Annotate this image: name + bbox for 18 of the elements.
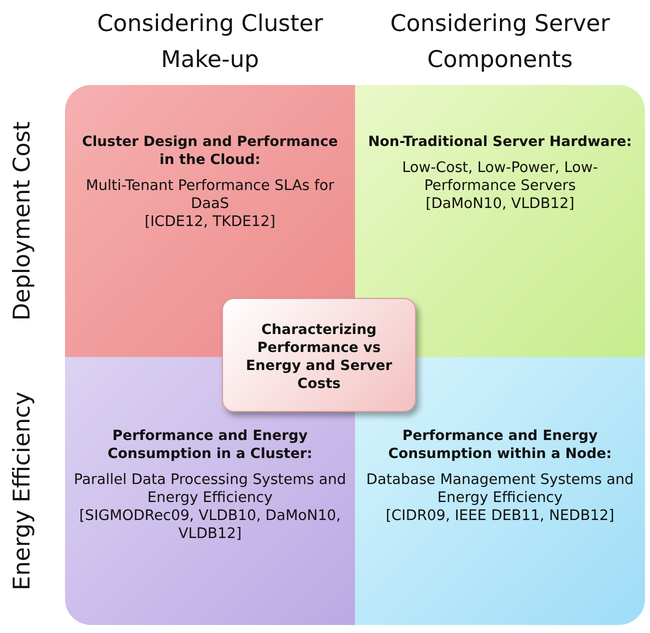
center-heading: Characterizing Performance vs Energy and Server Costs — [244, 321, 394, 393]
panel-heading: Cluster Design and Performance in the Cloud: — [81, 133, 339, 169]
citation-text: [SIGMODRec09, VLDB10, DaMoN10, VLDB12] — [78, 507, 342, 543]
column-header: Considering Cluster Make-up — [96, 10, 324, 75]
panel-description: Multi-Tenant Performance SLAs for DaaS — [84, 177, 336, 213]
panel-description: Parallel Data Processing Systems and Energy Efficiency — [73, 471, 347, 507]
row-header: Deployment Cost — [9, 121, 36, 321]
panel-heading: Performance and Energy Consumption in a Cluster: — [106, 427, 314, 463]
citation-text: [CIDR09, IEEE DEB11, NEDB12] — [386, 507, 614, 525]
panel-description: Database Management Systems and Energy Efficiency — [365, 471, 635, 507]
panel-description: Low-Cost, Low-Power, Low-Performance Servers — [401, 159, 599, 195]
column-header: Considering Server Components — [389, 10, 611, 75]
center-box — [222, 298, 416, 412]
row-header: Energy Efficiency — [8, 392, 35, 590]
citation-text: [DaMoN10, VLDB12] — [426, 195, 574, 213]
panel-heading: Non-Traditional Server Hardware: — [368, 133, 632, 151]
citation-text: [ICDE12, TKDE12] — [144, 213, 276, 231]
panel-heading: Performance and Energy Consumption within a Node: — [387, 427, 613, 463]
